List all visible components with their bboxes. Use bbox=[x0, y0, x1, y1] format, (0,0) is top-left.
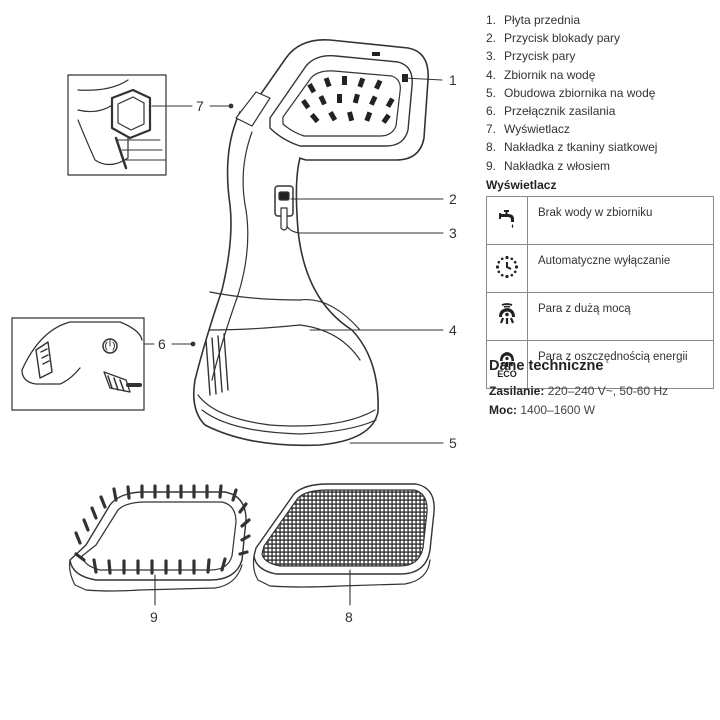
part-label: Nakładka z tkaniny siatkowej bbox=[504, 140, 658, 155]
part-label: Zbiornik na wodę bbox=[504, 67, 596, 82]
parts-list-item: 3. Przycisk pary bbox=[486, 47, 657, 65]
faucet-icon bbox=[499, 210, 514, 228]
part-label: Przycisk pary bbox=[504, 49, 576, 64]
display-inset bbox=[67, 74, 167, 176]
callout-2: 2 bbox=[449, 191, 457, 207]
parts-list-item: 2. Przycisk blokady pary bbox=[486, 29, 657, 47]
part-number: 7. bbox=[486, 122, 497, 137]
high-steam-icon bbox=[499, 303, 515, 324]
part-number: 9. bbox=[486, 158, 497, 173]
icon-cell: ECO bbox=[486, 340, 528, 389]
eco-label: ECO bbox=[497, 369, 517, 378]
callout-4: 4 bbox=[449, 322, 457, 338]
icon-cell bbox=[486, 292, 528, 341]
front-plate bbox=[235, 52, 413, 147]
part-number: 6. bbox=[486, 103, 497, 118]
parts-list-item: 4. Zbiornik na wodę bbox=[486, 66, 657, 84]
callout-6: 6 bbox=[158, 336, 166, 352]
callout-5: 5 bbox=[449, 435, 457, 451]
part-number: 8. bbox=[486, 140, 497, 155]
parts-list-item: 5. Obudowa zbiornika na wodę bbox=[486, 84, 657, 102]
parts-list: 1. Płyta przednia 2. Przycisk blokady pary… bbox=[486, 11, 657, 175]
part-number: 5. bbox=[486, 85, 497, 100]
parts-list-item: 7. Wyświetlacz bbox=[486, 120, 657, 138]
icon-cell bbox=[486, 196, 528, 245]
part-label: Obudowa zbiornika na wodę bbox=[504, 85, 656, 100]
callout-3: 3 bbox=[449, 225, 457, 241]
part-number: 1. bbox=[486, 13, 497, 27]
bristle-attachment bbox=[68, 484, 251, 592]
tech-row-power: Moc: 1400–1600 W bbox=[489, 403, 595, 417]
callout-9: 9 bbox=[150, 609, 158, 625]
display-section-title: Wyświetlacz bbox=[486, 178, 557, 192]
tech-label: Moc: bbox=[489, 403, 517, 417]
parts-list-item: 9. Nakładka z włosiem bbox=[486, 157, 657, 175]
table-row: Brak wody w zbiorniku bbox=[486, 196, 714, 245]
parts-list-item: 6. Przełącznik zasilania bbox=[486, 102, 657, 120]
part-label: Przełącznik zasilania bbox=[504, 103, 616, 118]
part-label: Przycisk blokady pary bbox=[504, 31, 621, 46]
tech-value: 220–240 V~, 50-60 Hz bbox=[547, 384, 669, 398]
leader-lines bbox=[143, 77, 444, 606]
part-label: Wyświetlacz bbox=[504, 122, 570, 137]
tech-value: 1400–1600 W bbox=[520, 403, 596, 417]
part-label: Płyta przednia bbox=[504, 13, 581, 27]
display-icons-table: Brak wody w zbiorniku Automatyczne wyłąc… bbox=[486, 196, 714, 389]
callout-7: 7 bbox=[196, 98, 204, 114]
table-row: ECO Para z oszczędnością energii bbox=[486, 340, 714, 389]
icon-cell bbox=[486, 244, 528, 293]
parts-list-item: 8. Nakładka z tkaniny siatkowej bbox=[486, 138, 657, 156]
callout-labels: 1 2 3 4 5 6 7 8 9 bbox=[150, 72, 457, 625]
tech-data-title: Dane techniczne bbox=[489, 358, 604, 374]
part-label: Nakładka z włosiem bbox=[504, 158, 611, 173]
part-number: 4. bbox=[486, 67, 497, 82]
icon-description: Automatyczne wyłączanie bbox=[527, 244, 714, 293]
mesh-attachment bbox=[252, 483, 435, 588]
tech-label: Zasilanie: bbox=[489, 384, 545, 398]
callout-1: 1 bbox=[449, 72, 457, 88]
part-number: 2. bbox=[486, 31, 497, 46]
auto-off-clock-icon bbox=[495, 255, 519, 279]
tech-row-power-supply: Zasilanie: 220–240 V~, 50-60 Hz bbox=[489, 384, 668, 398]
icon-description: Para z oszczędnością energii bbox=[527, 340, 714, 389]
eco-steam-icon: ECO bbox=[497, 352, 517, 379]
table-row: Automatyczne wyłączanie bbox=[486, 244, 714, 293]
icon-description: Brak wody w zbiorniku bbox=[527, 196, 714, 245]
icon-description: Para z dużą mocą bbox=[527, 292, 714, 341]
parts-list-item: 1. Płyta przednia bbox=[486, 11, 657, 29]
part-number: 3. bbox=[486, 49, 497, 64]
table-row: Para z dużą mocą bbox=[486, 292, 714, 341]
power-switch-inset bbox=[11, 317, 145, 411]
callout-8: 8 bbox=[345, 609, 353, 625]
